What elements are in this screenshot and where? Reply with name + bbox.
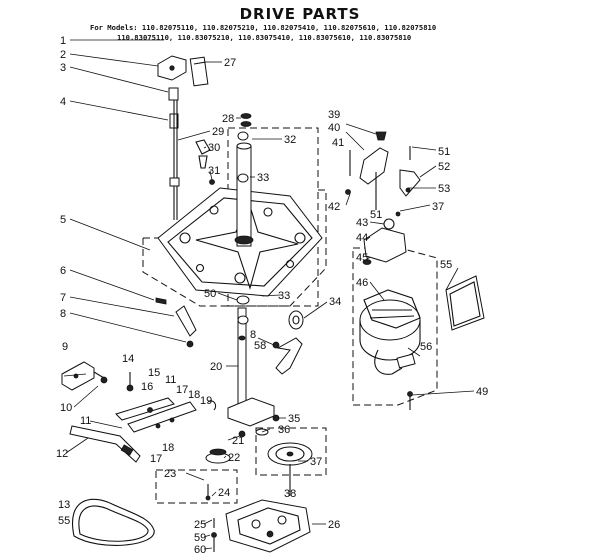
callout-52: 52 [438,161,450,173]
leader-lines [63,39,475,550]
callout-31: 31 [208,165,220,177]
callout-51-screw: 51 [438,146,450,158]
page-title: DRIVE PARTS [240,5,361,23]
callout-numbers: 1 2 3 4 5 6 7 8 8 9 10 11 11 12 13 14 15… [56,35,488,556]
callout-60: 60 [194,544,206,556]
callout-14: 14 [122,353,134,365]
callout-53: 53 [438,183,450,195]
callout-13: 13 [58,499,70,511]
callout-8-brake-arm: 8 [250,329,256,341]
part-27-strip [189,56,209,87]
callout-19: 19 [200,395,212,407]
callout-25: 25 [194,519,206,531]
callout-33-lower: 33 [278,290,290,302]
part-56-capacitor [396,353,416,369]
model-list-line-2: 110.83075110, 110.83075210, 110.83075410… [117,33,411,42]
callout-9: 9 [62,341,68,353]
callout-29: 29 [212,126,224,138]
callout-16: 16 [141,381,153,393]
callout-28: 28 [222,113,234,125]
callout-4: 4 [60,96,66,108]
callout-17-upper: 17 [176,384,188,396]
callout-21: 21 [232,435,244,447]
callout-12: 12 [56,448,68,460]
callout-6: 6 [60,265,66,277]
callout-8-linkage: 8 [60,308,66,320]
callout-32: 32 [284,134,296,146]
callout-36: 36 [278,424,290,436]
model-list-line-1: For Models: 110.82075110, 110.82075210, … [90,23,436,32]
callout-56: 56 [420,341,432,353]
parts-21-25-59-60-clutch [205,448,231,552]
callout-58: 58 [254,340,266,352]
callout-10: 10 [60,402,72,414]
callout-2: 2 [60,49,66,61]
callout-35: 35 [288,413,300,425]
callout-11-upper: 11 [165,374,176,386]
part-46-drive-motor [359,289,421,375]
parts-39-45-motor-bracket-hardware [345,131,421,265]
part-58-brake-arm [272,337,303,375]
callout-45: 45 [356,252,368,264]
callout-59: 59 [194,532,206,544]
callout-20: 20 [210,361,222,373]
callout-5: 5 [60,214,66,226]
part-26-transmission [225,499,311,553]
parts-3-4-29-30-31-actuator-rod [168,87,215,220]
callout-17-lower: 17 [150,453,162,465]
callout-27: 27 [224,57,236,69]
callout-40: 40 [328,122,340,134]
callout-34: 34 [329,296,341,308]
callout-11-lower: 11 [80,415,91,427]
clutch-group-outline [155,469,238,504]
callout-39: 39 [328,109,340,121]
callout-3: 3 [60,62,66,74]
part-34-spring-clip [288,310,304,330]
callout-41: 41 [332,137,344,149]
part-55-motor-cover [445,275,485,331]
parts-14-18-brake-assembly [115,372,197,433]
callout-37-pulley: 37 [310,456,322,468]
part-6-7-8-brake-linkage [155,297,197,348]
part-11-12-brake-band [69,425,141,463]
callout-42: 42 [328,201,340,213]
part-13-drive-belt [72,498,155,546]
callout-30: 30 [208,142,220,154]
callout-1: 1 [60,35,66,47]
pulley-group-outline [255,427,327,476]
callout-22: 22 [228,452,240,464]
part-20-agitator-shaft [236,295,250,411]
callout-7: 7 [60,292,66,304]
tub-support-group-outline [227,127,319,307]
callout-51-bolt: 51 [370,209,382,221]
callout-23: 23 [164,468,176,480]
part-9-10-switch [61,361,108,391]
callout-26: 26 [328,519,340,531]
callout-50: 50 [204,288,216,300]
callout-44: 44 [356,232,368,244]
callout-55-cover: 55 [440,259,452,271]
callout-33-upper: 33 [257,172,269,184]
callout-18-lower: 18 [162,442,174,454]
callout-46: 46 [356,277,368,289]
part-49-screw [407,391,413,410]
callout-18-upper: 18 [188,389,200,401]
callout-49: 49 [476,386,488,398]
callout-38: 38 [284,488,296,500]
callout-15: 15 [148,367,160,379]
callout-55-belt: 55 [58,515,70,527]
part-32-33-tub-support-post [195,113,299,290]
callout-37-bracket: 37 [432,201,444,213]
part-2-mounting-bracket [157,55,187,81]
callout-43: 43 [356,217,368,229]
part-19-35-36-brake-drum [207,397,280,438]
callout-24: 24 [218,487,230,499]
